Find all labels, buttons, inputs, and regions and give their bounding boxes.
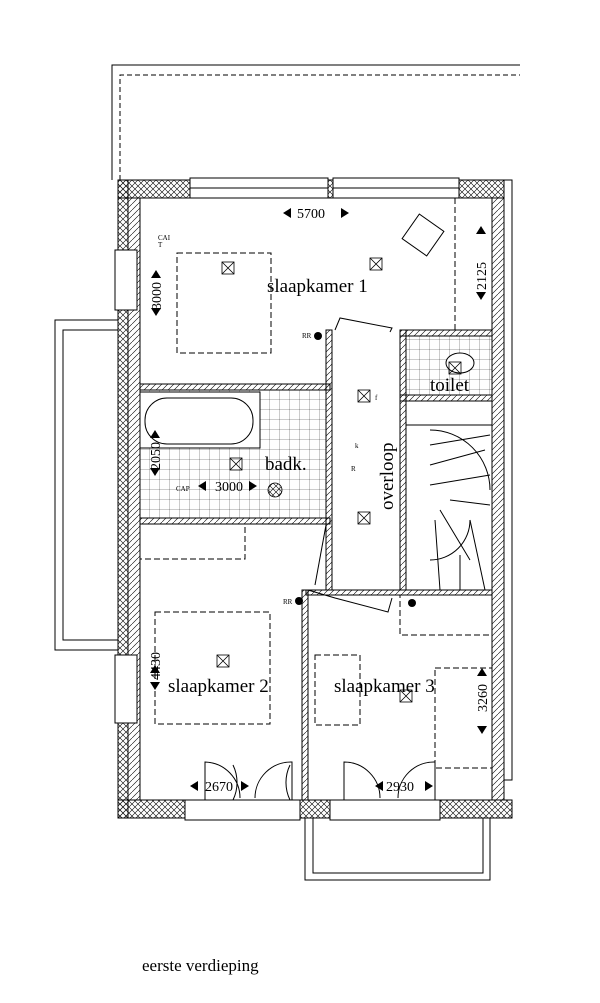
window: [114, 654, 138, 724]
symbol-label: CAI: [158, 234, 171, 242]
ceiling-light-icon: [369, 257, 383, 271]
roof-outline: [111, 64, 520, 180]
left-balcony: [54, 319, 119, 651]
symbol-label: f: [375, 394, 378, 402]
window: [329, 799, 441, 821]
room-label-slaapkamer-1: slaapkamer 1: [267, 276, 368, 297]
dimension-label: 2930: [386, 780, 414, 795]
room-label-badkamer: badk.: [265, 454, 307, 475]
room-label-slaapkamer-3: slaapkamer 3: [334, 676, 435, 697]
dimension-label: 3000: [215, 480, 243, 495]
dimension-label: 2050: [149, 442, 164, 470]
room-label-overloop: overloop: [377, 442, 398, 510]
bottom-balcony: [304, 817, 491, 881]
ceiling-light-icon: [221, 261, 235, 275]
symbol-label: R: [351, 465, 356, 473]
window: [114, 249, 138, 311]
room-label-slaapkamer-2: slaapkamer 2: [168, 676, 269, 697]
ceiling-light-icon: [357, 511, 371, 525]
ceiling-light-icon: [448, 361, 462, 375]
symbol-label: k: [355, 442, 359, 450]
drain-icon: [267, 482, 283, 498]
outlet-icon: [295, 597, 303, 605]
symbol-label: CAP: [176, 485, 190, 493]
dimension-label: 3260: [476, 684, 491, 712]
symbol-label: T: [158, 241, 163, 249]
dimension-label: 5700: [297, 207, 325, 222]
dimension-label: 3000: [150, 282, 165, 310]
ceiling-light-icon: [229, 457, 243, 471]
bathtub: [139, 391, 261, 449]
floor-caption: eerste verdieping: [142, 956, 259, 975]
ceiling-light-icon: [216, 654, 230, 668]
window: [184, 799, 301, 821]
ceiling-light-icon: [399, 689, 413, 703]
staircase: [405, 424, 493, 591]
outlet-icon: [314, 332, 322, 340]
dimension-label: 2670: [205, 780, 233, 795]
room-label-toilet: toilet: [430, 375, 470, 396]
outlet-icon: [408, 599, 416, 607]
symbol-label: RR: [283, 598, 293, 606]
dimension-label: 2125: [475, 262, 490, 290]
symbol-label: RR: [302, 332, 312, 340]
dimension-arrows: [150, 208, 487, 791]
ceiling-light-icon: [357, 389, 371, 403]
dimension-label: 4430: [149, 652, 164, 680]
